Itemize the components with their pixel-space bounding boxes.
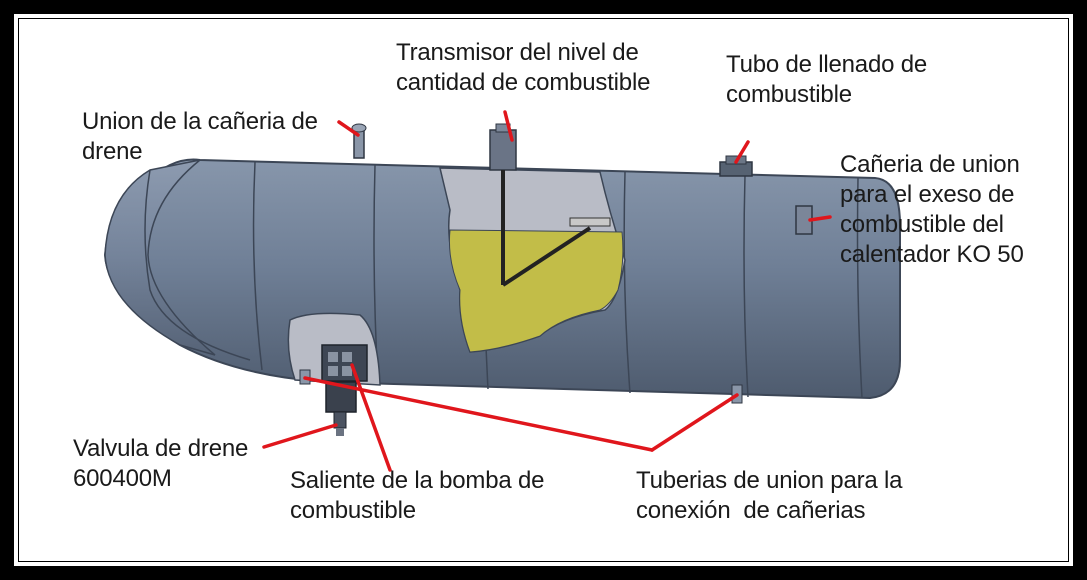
pump-boss bbox=[321, 344, 368, 382]
leader-overflow-pipe bbox=[808, 215, 832, 222]
leader-connection-pipe-b bbox=[650, 393, 739, 452]
seam-1 bbox=[252, 161, 263, 371]
leader-connection-pipe-a bbox=[303, 376, 654, 452]
seam-5 bbox=[743, 174, 749, 398]
seam-4 bbox=[623, 171, 631, 394]
fuel-level bbox=[449, 229, 624, 353]
leader-drain-valve bbox=[262, 423, 338, 449]
label-level-transmitter: Transmisor del nivel de cantidad de comb… bbox=[396, 39, 651, 96]
label-drain-pipe-union: Union de la cañeria de drene bbox=[82, 108, 318, 165]
label-filler-tube: Tubo de llenado de combustible bbox=[726, 51, 928, 108]
leader-level-transmitter bbox=[503, 110, 514, 142]
label-pump-boss: Saliente de la bomba de combustible bbox=[290, 467, 545, 524]
leader-pump-boss bbox=[350, 363, 392, 472]
label-overflow-pipe: Cañeria de union para el exeso de combus… bbox=[840, 151, 1024, 268]
leader-filler-tube bbox=[734, 140, 750, 164]
drain-pipe-union-fitting bbox=[351, 123, 367, 159]
label-connection-pipes: Tuberias de union para la conexión de ca… bbox=[636, 467, 903, 524]
nose-contour bbox=[144, 169, 251, 361]
leader-lines bbox=[262, 110, 832, 472]
leader-drain-pipe-union bbox=[337, 120, 360, 137]
label-drain-valve: Valvula de drene 600400M bbox=[73, 435, 249, 492]
tank-nose-cap bbox=[104, 159, 216, 356]
inner-frame bbox=[18, 18, 1069, 562]
seam-6 bbox=[856, 177, 863, 399]
